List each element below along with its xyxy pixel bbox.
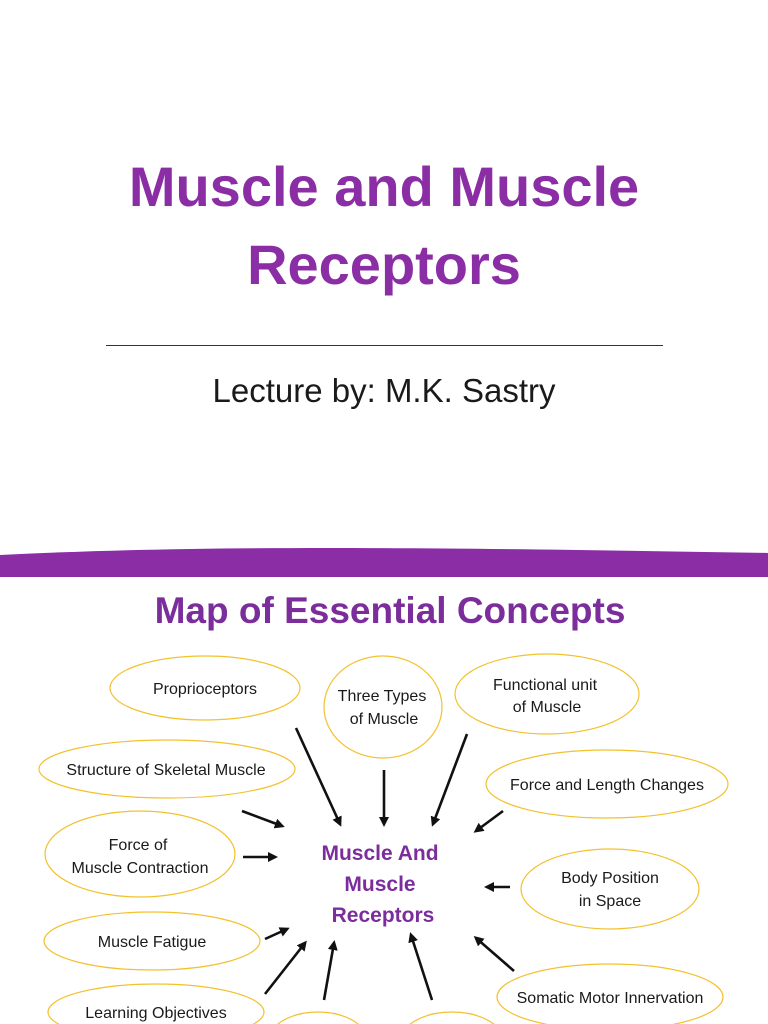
concept-learning-objectives: Learning Objectives xyxy=(47,983,265,1024)
concept-force-length: Force and Length Changes xyxy=(485,749,729,819)
concept-label: Learning Objectives xyxy=(85,1005,226,1022)
arrow-functional-unit xyxy=(430,733,469,827)
center-line-3: Receptors xyxy=(332,904,435,927)
concept-somatic-motor: Somatic Motor Innervation xyxy=(496,963,724,1024)
concept-label: Proprioceptors xyxy=(153,681,257,698)
concept-label-2: Muscle Contraction xyxy=(72,860,209,877)
concept-force-contraction: Force of Muscle Contraction xyxy=(44,810,236,898)
concept-label: Force and Length Changes xyxy=(510,777,704,794)
concept-label-1: Body Position xyxy=(561,870,659,887)
concept-functional-unit: Functional unit of Muscle xyxy=(454,653,640,735)
concept-label-2: of Muscle xyxy=(350,711,419,728)
center-line-2: Muscle xyxy=(344,873,415,896)
arrow-force-length xyxy=(473,809,504,833)
slide-title: Muscle and Muscle Receptors xyxy=(60,148,708,304)
concept-map-title: Map of Essential Concepts xyxy=(154,590,626,631)
concept-bubble-partial-left xyxy=(277,1011,359,1024)
concept-label-2: in Space xyxy=(579,893,641,910)
title-slide: Muscle and Muscle Receptors Lecture by: … xyxy=(60,148,708,409)
title-line-1: Muscle and Muscle xyxy=(128,155,640,218)
concept-three-types: Three Types of Muscle xyxy=(323,655,443,759)
concept-label-1: Three Types xyxy=(338,688,427,705)
concept-proprioceptors: Proprioceptors xyxy=(109,655,301,721)
arrow-fatigue xyxy=(264,927,290,941)
arrow-somatic-motor xyxy=(473,936,515,972)
arrow-lower-right xyxy=(408,932,434,1001)
concept-label-1: Functional unit xyxy=(493,677,598,694)
concept-label: Structure of Skeletal Muscle xyxy=(66,762,265,779)
concept-fatigue: Muscle Fatigue xyxy=(43,911,261,971)
center-concept: Muscle And Muscle Receptors xyxy=(321,842,438,927)
arrow-lower-center xyxy=(322,940,338,1001)
concept-bubble-partial-right xyxy=(409,1011,495,1024)
concept-map-diagram: Muscle And Muscle Receptors Propriocepto… xyxy=(38,653,729,1024)
center-line-1: Muscle And xyxy=(321,842,438,865)
concept-label: Somatic Motor Innervation xyxy=(517,990,704,1007)
slide-divider-wave xyxy=(0,548,768,577)
arrow-learning-objectives xyxy=(263,940,307,995)
arrow-structure xyxy=(241,809,285,829)
concept-label-2: of Muscle xyxy=(513,699,582,716)
title-divider xyxy=(106,345,663,346)
concept-label-1: Force of xyxy=(109,837,168,854)
lecturer-subtitle: Lecture by: M.K. Sastry xyxy=(212,372,556,409)
concept-structure: Structure of Skeletal Muscle xyxy=(38,739,296,799)
arrow-proprioceptors xyxy=(294,727,342,827)
title-line-2: Receptors xyxy=(247,233,521,296)
concept-body-position: Body Position in Space xyxy=(520,848,700,930)
concept-label: Muscle Fatigue xyxy=(98,934,207,951)
